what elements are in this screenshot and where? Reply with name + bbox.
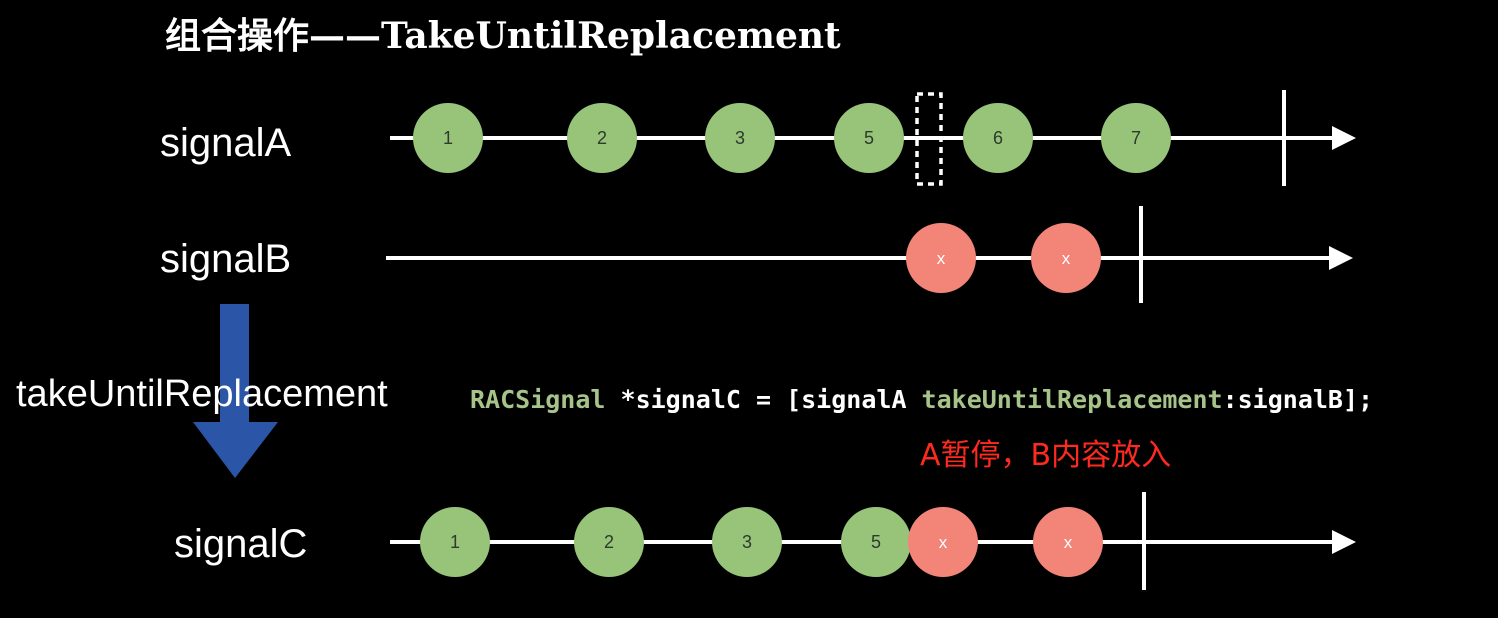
value-marble <box>567 103 637 173</box>
marble-label: x <box>1062 249 1071 268</box>
marble-label: 1 <box>450 532 460 552</box>
code-argument: :signalB]; <box>1223 385 1374 414</box>
page-title: 组合操作——TakeUntilReplacement <box>165 15 841 57</box>
value-marble <box>413 103 483 173</box>
code-type-name: RACSignal <box>470 385 605 414</box>
marble-label: 2 <box>597 128 607 148</box>
pause-marker <box>915 92 943 186</box>
signal-b-label: signalB <box>160 237 291 281</box>
signal-b-row: signalB x x <box>160 206 1353 303</box>
code-method-name: takeUntilReplacement <box>922 385 1223 414</box>
value-marble <box>705 103 775 173</box>
replacement-marble <box>1033 507 1103 577</box>
marble-label: x <box>939 533 948 552</box>
value-marble <box>574 507 644 577</box>
marble-label: 5 <box>864 128 874 148</box>
replacement-marble <box>1031 223 1101 293</box>
marble-label: 7 <box>1131 128 1141 148</box>
code-line: RACSignal *signalC = [signalA takeUntilR… <box>470 385 1373 414</box>
value-marble <box>834 103 904 173</box>
marble-label: x <box>1064 533 1073 552</box>
value-marble <box>963 103 1033 173</box>
signal-c-label: signalC <box>174 522 307 566</box>
signal-a-label: signalA <box>160 121 292 165</box>
transform-arrow-icon <box>193 304 278 478</box>
marble-label: 6 <box>993 128 1003 148</box>
timeline-arrow-icon <box>1332 530 1356 554</box>
value-marble <box>420 507 490 577</box>
marble-label: 2 <box>604 532 614 552</box>
marble-label: 1 <box>443 128 453 148</box>
value-marble <box>1101 103 1171 173</box>
timeline-arrow-icon <box>1332 126 1356 150</box>
replacement-marble <box>906 223 976 293</box>
code-declaration: *signalC = [signalA <box>605 385 921 414</box>
timeline-arrow-icon <box>1329 246 1353 270</box>
marble-label: 3 <box>735 128 745 148</box>
signal-c-row: signalC 1 2 3 5 x x <box>174 492 1356 590</box>
replacement-marble <box>908 507 978 577</box>
value-marble <box>712 507 782 577</box>
marble-label: x <box>937 249 946 268</box>
operator-label: takeUntilReplacement <box>16 373 388 415</box>
marble-label: 3 <box>742 532 752 552</box>
replacement-note: A暂停，B内容放入 <box>920 438 1171 473</box>
value-marble <box>841 507 911 577</box>
signal-a-row: signalA 1 2 3 5 6 7 <box>160 90 1356 186</box>
marble-label: 5 <box>871 532 881 552</box>
